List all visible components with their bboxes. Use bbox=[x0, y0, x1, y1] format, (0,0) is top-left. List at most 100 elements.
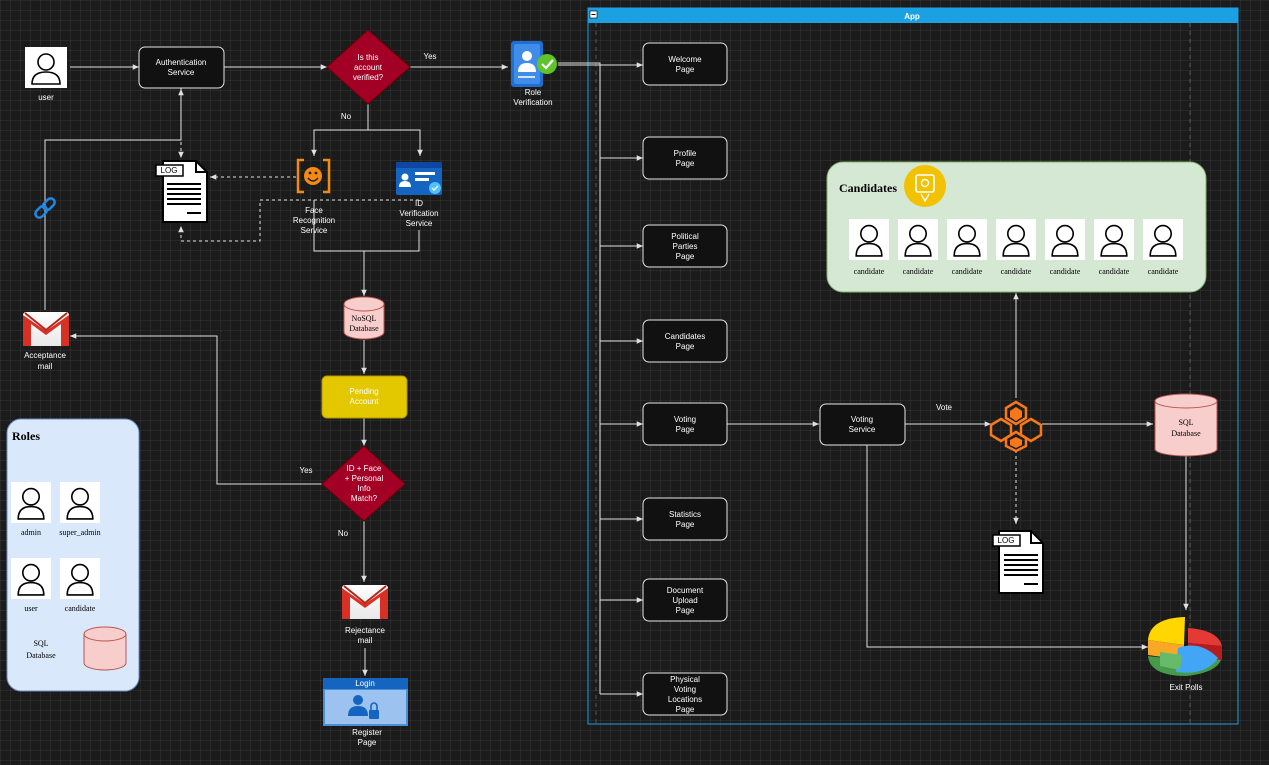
candidate-item[interactable]: candidate bbox=[898, 219, 938, 276]
candidate-label: candidate bbox=[1001, 267, 1032, 276]
match-label-2: + Personal bbox=[345, 474, 384, 483]
nosql-database[interactable]: NoSQL Database bbox=[343, 296, 385, 340]
id-label-1: ID bbox=[415, 199, 423, 208]
role-item[interactable]: user bbox=[11, 558, 51, 613]
user-node[interactable]: user bbox=[25, 47, 67, 102]
user-icon bbox=[996, 219, 1036, 260]
pending-account[interactable]: Pending Account bbox=[321, 375, 408, 419]
page-label: Profile bbox=[674, 149, 697, 158]
candidate-label: candidate bbox=[1050, 267, 1081, 276]
user-icon bbox=[947, 219, 987, 260]
page-label: Page bbox=[676, 606, 695, 615]
roles-db-label-2: Database bbox=[26, 651, 56, 660]
role-item[interactable]: super_admin bbox=[59, 482, 101, 537]
candidates-title: Candidates bbox=[839, 181, 897, 195]
login-label: Login bbox=[355, 679, 375, 688]
log-file-icon bbox=[155, 160, 208, 223]
user-icon bbox=[1143, 219, 1183, 260]
vote-label: Vote bbox=[936, 403, 953, 412]
user-icon bbox=[11, 558, 51, 599]
page-label: Voting bbox=[674, 415, 696, 424]
user-icon bbox=[1094, 219, 1134, 260]
face-recognition-icon bbox=[296, 158, 331, 194]
roles-sql-database[interactable]: SQL Database bbox=[26, 626, 127, 671]
sql-database[interactable]: SQL Database bbox=[1154, 393, 1218, 457]
voting-service-label-1: Voting bbox=[851, 415, 873, 424]
candidate-item[interactable]: candidate bbox=[996, 219, 1036, 276]
candidate-label: candidate bbox=[854, 267, 885, 276]
yes-label-1: Yes bbox=[423, 52, 436, 61]
user-icon bbox=[25, 47, 67, 88]
app-title: App bbox=[904, 12, 920, 21]
candidate-item[interactable]: candidate bbox=[849, 219, 889, 276]
role-verification[interactable]: Role Verification bbox=[511, 41, 557, 107]
log-file: LOG bbox=[155, 160, 208, 223]
yes-label-2: Yes bbox=[299, 466, 312, 475]
page-label: Political bbox=[671, 232, 699, 241]
accept-label-1: Acceptance bbox=[24, 351, 66, 360]
nosql-label-2: Database bbox=[349, 324, 379, 333]
candidate-label: candidate bbox=[1099, 267, 1130, 276]
user-icon bbox=[898, 219, 938, 260]
page-label: Parties bbox=[673, 242, 698, 251]
match-decision[interactable]: ID + Face + Personal Info Match? bbox=[321, 445, 406, 522]
page-label: Page bbox=[676, 520, 695, 529]
role-label-2: Verification bbox=[513, 98, 552, 107]
gmail-icon bbox=[342, 585, 388, 619]
role-item[interactable]: admin bbox=[11, 482, 51, 537]
no-label-1: No bbox=[341, 112, 352, 121]
register-page[interactable]: Login Register Page bbox=[323, 678, 408, 747]
rejectance-mail[interactable]: Rejectance mail bbox=[342, 585, 388, 645]
login-page-icon bbox=[323, 678, 408, 726]
face-recognition-service[interactable]: Face Recognition Service bbox=[293, 158, 335, 235]
verified-decision[interactable]: Is this account verified? bbox=[326, 29, 411, 105]
register-label-2: Page bbox=[358, 738, 377, 747]
log-label: LOG bbox=[161, 166, 178, 175]
candidate-item[interactable]: candidate bbox=[1143, 219, 1183, 276]
page-label: Physical bbox=[670, 675, 700, 684]
pages-column: WelcomePageProfilePagePoliticalPartiesPa… bbox=[642, 42, 728, 716]
user-icon bbox=[1045, 219, 1085, 260]
reject-label-2: mail bbox=[358, 636, 373, 645]
authentication-service[interactable]: Authentication Service bbox=[138, 46, 225, 89]
page-label: Page bbox=[676, 252, 695, 261]
id-verification-service[interactable]: ID Verification Service bbox=[396, 162, 442, 228]
match-label-4: Match? bbox=[351, 494, 378, 503]
acceptance-mail[interactable]: Acceptance mail bbox=[23, 312, 69, 371]
role-verification-icon bbox=[511, 41, 557, 87]
verified-label-3: verified? bbox=[353, 73, 384, 82]
page-label: Voting bbox=[674, 685, 696, 694]
exit-polls[interactable]: Exit Polls bbox=[1148, 617, 1223, 692]
blockchain-icon[interactable] bbox=[989, 400, 1043, 453]
voting-service[interactable]: Voting Service bbox=[819, 403, 906, 446]
auth-label-1: Authentication bbox=[156, 58, 207, 67]
candidate-item[interactable]: candidate bbox=[947, 219, 987, 276]
link-icon bbox=[34, 197, 56, 219]
roles-db-label-1: SQL bbox=[33, 639, 48, 648]
role-label: user bbox=[24, 604, 38, 613]
certificate-icon bbox=[904, 165, 946, 207]
app-container: App bbox=[587, 7, 1239, 725]
candidate-item[interactable]: candidate bbox=[1045, 219, 1085, 276]
pending-label-2: Account bbox=[350, 397, 380, 406]
pie-chart-icon bbox=[1148, 617, 1223, 676]
page-label: Statistics bbox=[669, 510, 701, 519]
nosql-label-1: NoSQL bbox=[352, 314, 377, 323]
role-item[interactable]: candidate bbox=[60, 558, 100, 613]
page-label: Page bbox=[676, 342, 695, 351]
id-label-2: Verification bbox=[399, 209, 438, 218]
user-label: user bbox=[38, 93, 54, 102]
pending-label-1: Pending bbox=[349, 387, 378, 396]
page-label: Page bbox=[676, 65, 695, 74]
candidate-label: candidate bbox=[1148, 267, 1179, 276]
candidate-item[interactable]: candidate bbox=[1094, 219, 1134, 276]
